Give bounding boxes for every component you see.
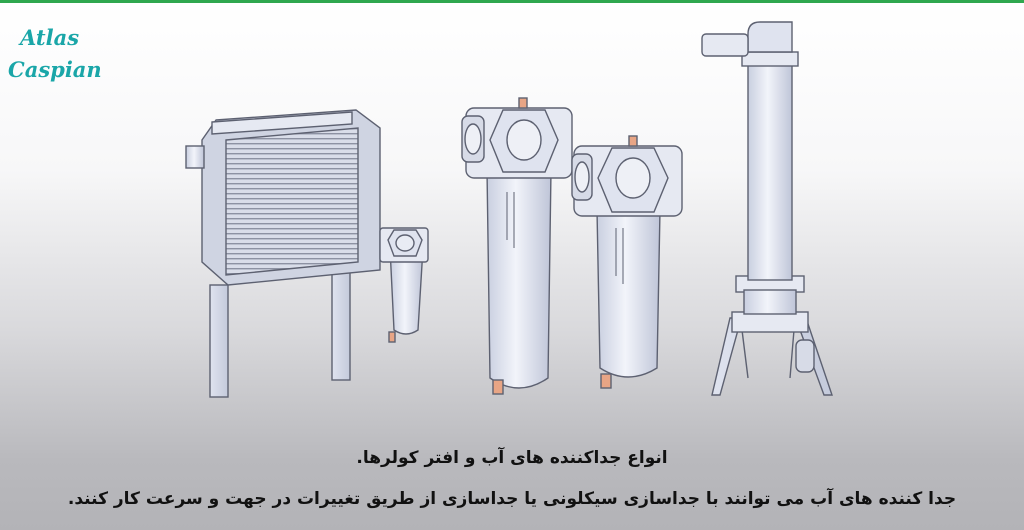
separator-right-port (615, 157, 651, 199)
separator-left-drain (492, 379, 504, 395)
tower-elbow (747, 21, 793, 53)
separator-right-body (596, 209, 661, 378)
tower-column (747, 57, 793, 281)
aftercooler-inlet-pipe (185, 145, 205, 169)
logo-line-1: Atlas (20, 25, 80, 50)
caption-line-2: جدا کننده های آب می توانند با جداسازی سی… (67, 489, 957, 509)
tower-lower-body (743, 289, 797, 315)
aftercooler-top (211, 111, 353, 135)
tower-outlet (701, 33, 749, 57)
separator-right-drain (600, 373, 612, 389)
small-separator-drain (388, 331, 396, 343)
cyclone-separator-left (461, 97, 573, 395)
tower-base-ring (731, 311, 809, 333)
separator-left-port (506, 119, 542, 161)
cyclone-separator-right (571, 135, 683, 389)
tower-separator (701, 21, 833, 396)
small-water-separator (379, 227, 429, 343)
small-separator-bowl (389, 247, 424, 335)
brand-logo: Atlas Caspian (8, 22, 118, 86)
aftercooler (185, 109, 381, 398)
separator-left-body (486, 169, 552, 389)
aftercooler-leg-right (331, 271, 351, 381)
separator-left-top-valve (518, 97, 528, 109)
aftercooler-leg-left (209, 284, 229, 398)
tower-lower-port (795, 339, 815, 373)
caption-line-1: انواع جداکننده های آب و افتر کولرها. (356, 448, 668, 468)
logo-line-2: Caspian (8, 57, 102, 82)
top-accent-line (0, 0, 1024, 3)
small-separator-port (395, 234, 415, 252)
tower-top-cap (741, 51, 799, 67)
separator-right-top-valve (628, 135, 638, 147)
aftercooler-fins (225, 127, 359, 276)
